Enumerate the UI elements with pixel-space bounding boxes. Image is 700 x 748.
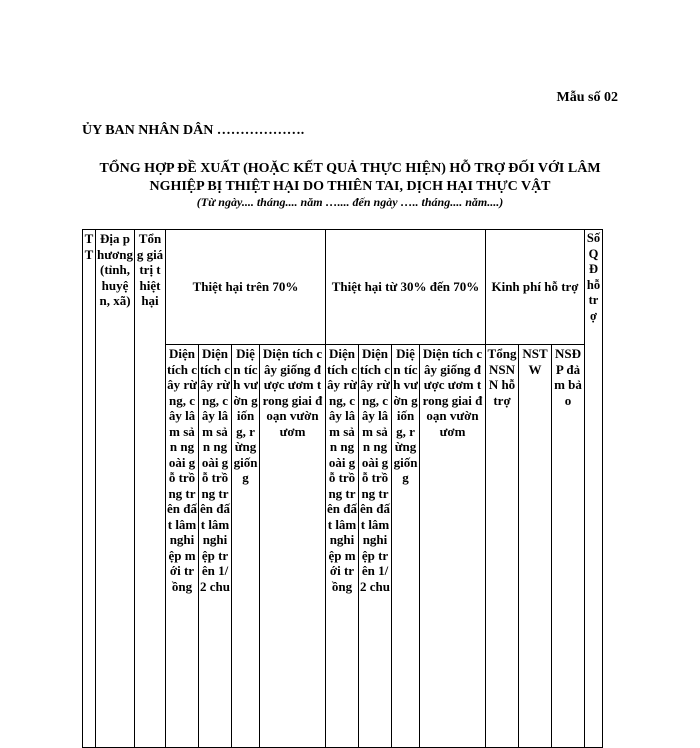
over70-forest-half: Diện tích cây rừng, cây lâm sản ngoài gỗ…	[198, 344, 232, 748]
header-decision-number: Số QĐ hỗ trợ	[584, 229, 603, 748]
header-damage-over-70: Thiệt hại trên 70%	[165, 229, 326, 345]
agency-name: ỦY BAN NHÂN DÂN ……………….	[82, 123, 305, 138]
funding-central: NSTW	[518, 344, 552, 748]
title-line-2: NGHIỆP BỊ THIỆT HẠI DO THIÊN TAI, DỊCH H…	[149, 179, 551, 194]
over70-seedling: Diện tích cây giống được ươm trong giai …	[259, 344, 326, 748]
title-line-1: TỔNG HỢP ĐỀ XUẤT (HOẶC KẾT QUẢ THỰC HIỆN…	[99, 161, 601, 176]
range30-70-nursery: Diện tích vườn giống, rừng giống	[391, 344, 420, 748]
header-damage-30-70: Thiệt hại từ 30% đến 70%	[325, 229, 486, 345]
summary-table: TT Địa phương (tỉnh, huyện, xã) Tổng giá…	[82, 229, 603, 748]
form-number: Mẫu số 02	[556, 90, 618, 105]
date-range: (Từ ngày.... tháng.... năm ….... đến ngà…	[196, 195, 504, 209]
over70-forest-new: Diện tích cây rừng, cây lâm sản ngoài gỗ…	[165, 344, 199, 748]
over70-nursery: Diện tích vườn giống, rừng giống	[231, 344, 260, 748]
header-locality: Địa phương (tỉnh, huyện, xã)	[95, 229, 135, 748]
header-funding: Kinh phí hỗ trợ	[485, 229, 585, 345]
header-tt: TT	[82, 229, 96, 748]
funding-local: NSĐP đảm bảo	[551, 344, 585, 748]
funding-total: Tổng NSNN hỗ trợ	[485, 344, 519, 748]
document-title: TỔNG HỢP ĐỀ XUẤT (HOẶC KẾT QUẢ THỰC HIỆN…	[60, 160, 640, 196]
range30-70-forest-half: Diện tích cây rừng, cây lâm sản ngoài gỗ…	[358, 344, 392, 748]
range30-70-seedling: Diện tích cây giống được ươm trong giai …	[419, 344, 486, 748]
range30-70-forest-new: Diện tích cây rừng, cây lâm sản ngoài gỗ…	[325, 344, 359, 748]
document-page: Mẫu số 02 ỦY BAN NHÂN DÂN ………………. TỔNG H…	[60, 90, 640, 748]
header-total-value: Tổng giá trị thiệt hại	[134, 229, 166, 748]
